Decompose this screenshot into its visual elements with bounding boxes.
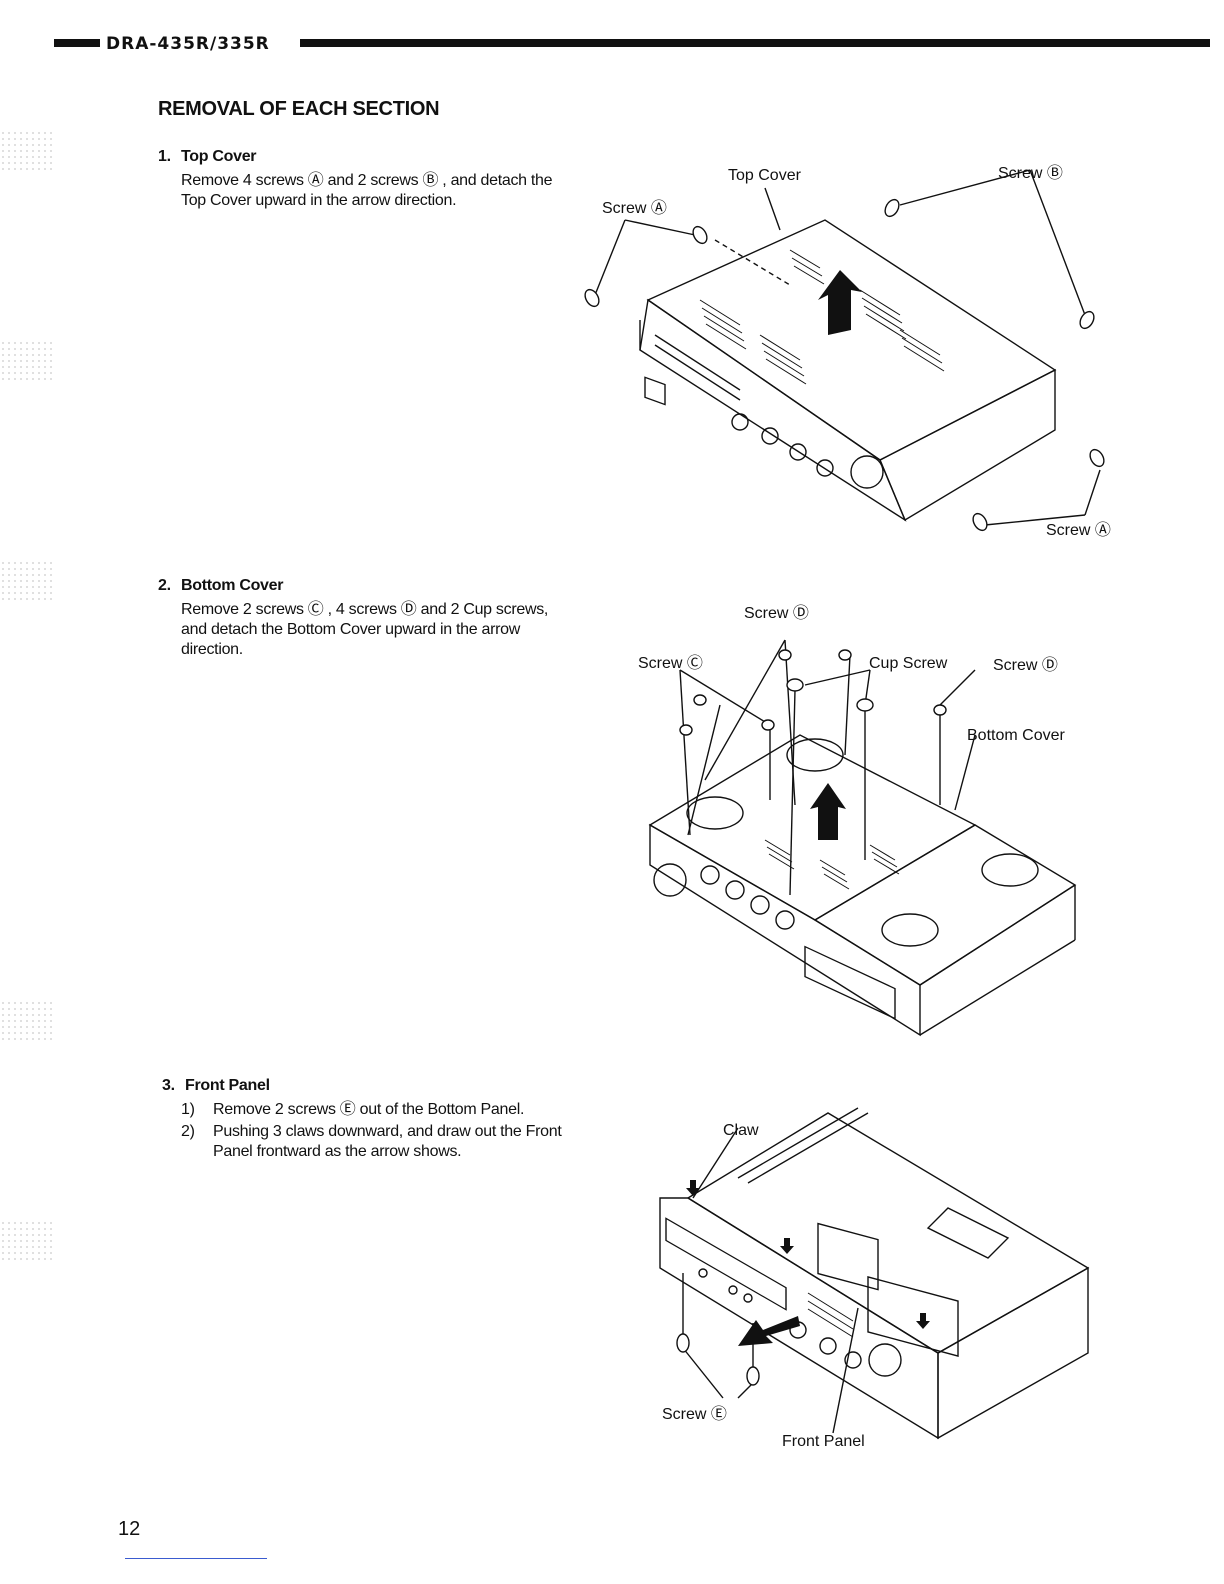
step-text: Remove 2 screws Ⓔ out of the Bottom Pane… — [213, 1101, 525, 1118]
section-title: Top Cover — [181, 148, 257, 165]
label-bottom-cover: Bottom Cover — [967, 727, 1065, 744]
section-number: 2. — [158, 577, 171, 594]
step-number: 2) — [181, 1123, 195, 1140]
label-screw-a: Screw Ⓐ — [602, 199, 667, 217]
header-rule-right — [300, 39, 1210, 47]
page-number: 12 — [118, 1518, 141, 1540]
scan-artifact — [0, 1220, 54, 1260]
label-screw-d: Screw Ⓓ — [744, 604, 809, 622]
footer-rule — [125, 1558, 267, 1559]
label-cup-screw: Cup Screw — [869, 655, 948, 672]
label-screw-c: Screw Ⓒ — [638, 654, 703, 672]
step-number: 1) — [181, 1101, 195, 1118]
section-number: 1. — [158, 148, 171, 165]
header-bar: DRA-435R/335R — [54, 34, 1210, 54]
scan-artifact — [0, 1000, 54, 1040]
section-2-heading: 2. Bottom Cover — [158, 577, 283, 595]
model-name: DRA-435R/335R — [106, 34, 270, 54]
label-screw-a: Screw Ⓐ — [1046, 521, 1111, 539]
top-cover-diagram: Top Cover Screw Ⓐ Screw Ⓑ Screw Ⓐ — [584, 164, 1111, 539]
bottom-cover-diagram: Screw Ⓓ Screw Ⓒ Cup Screw Screw Ⓓ Bottom… — [638, 604, 1077, 1037]
label-claw: Claw — [723, 1122, 759, 1139]
step-text: Pushing 3 claws downward, and draw out t… — [213, 1123, 562, 1160]
label-screw-d: Screw Ⓓ — [993, 656, 1058, 674]
label-screw-b: Screw Ⓑ — [998, 164, 1063, 182]
scan-artifact — [0, 340, 54, 380]
scan-artifact — [0, 560, 54, 600]
label-top-cover: Top Cover — [728, 167, 802, 184]
section-3-steps: 1) Remove 2 screws Ⓔ out of the Bottom P… — [181, 1100, 591, 1162]
section-title: Front Panel — [185, 1077, 270, 1094]
section-1-text: Remove 4 screws Ⓐ and 2 screws Ⓑ , and d… — [181, 172, 553, 209]
section-title: Bottom Cover — [181, 577, 284, 594]
step-1: 1) Remove 2 screws Ⓔ out of the Bottom P… — [181, 1100, 591, 1120]
front-panel-diagram: Claw Screw Ⓔ Front Panel — [659, 1107, 1090, 1450]
page-title: REMOVAL OF EACH SECTION — [158, 98, 440, 120]
section-1-heading: 1. Top Cover — [158, 148, 257, 166]
step-2: 2) Pushing 3 claws downward, and draw ou… — [181, 1122, 591, 1162]
label-screw-e: Screw Ⓔ — [662, 1405, 727, 1423]
section-3-heading: 3. Front Panel — [162, 1077, 270, 1095]
header-rule-left — [54, 39, 100, 47]
label-front-panel: Front Panel — [782, 1433, 865, 1450]
section-2-text: Remove 2 screws Ⓒ , 4 screws Ⓓ and 2 Cup… — [181, 601, 549, 658]
section-number: 3. — [162, 1077, 175, 1094]
scan-artifact — [0, 130, 54, 170]
